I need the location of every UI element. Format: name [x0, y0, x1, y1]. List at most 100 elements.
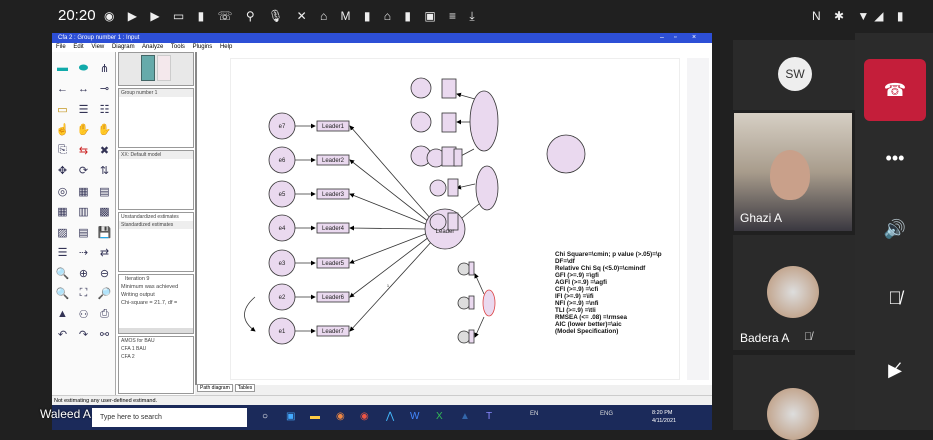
deselect-icon[interactable]: ✋ — [97, 124, 112, 137]
speaker-button[interactable]: 🔊 — [883, 219, 907, 239]
teams-icon[interactable]: T — [486, 411, 493, 422]
lang-indicator[interactable]: ENG — [600, 411, 614, 417]
zoom-area-icon[interactable]: 🔍 — [55, 267, 70, 280]
rectangle-tool-icon[interactable]: ▬ — [57, 62, 68, 75]
select-one-icon[interactable]: ☝ — [55, 124, 70, 137]
tab-tables[interactable]: Tables — [234, 384, 256, 392]
log-line: Chi-square = 21.7, df = — [121, 300, 178, 306]
mute-mic-button[interactable]: 🎙̸ — [888, 288, 902, 308]
path-diagram: e7 e6 e5 e4 e3 e2 e1 Leader1 Leader2 Lea… — [244, 77, 662, 345]
unstandardized-option[interactable]: Unstandardized estimates — [121, 214, 179, 220]
taskbar-search[interactable]: Type here to search — [92, 408, 247, 427]
copy-icon[interactable]: ⎘ — [58, 143, 67, 156]
list-data-icon[interactable]: ☷ — [99, 103, 110, 116]
maximize-button[interactable]: ▫ — [674, 34, 677, 41]
horizontal-scrollbar[interactable] — [119, 328, 193, 333]
lang-en[interactable]: EN — [530, 411, 539, 417]
erase-icon[interactable]: ✖ — [99, 144, 110, 157]
excel-icon[interactable]: X — [436, 411, 443, 422]
tab-path-diagram[interactable]: Path diagram — [197, 384, 233, 392]
word-icon[interactable]: W — [410, 411, 420, 422]
list-variables-icon[interactable]: ☰ — [78, 103, 89, 116]
more-options-button[interactable]: ••• — [885, 148, 905, 168]
minimize-button[interactable]: – — [660, 34, 664, 41]
input-view-button[interactable] — [141, 55, 155, 81]
app-icon[interactable]: ▲ — [460, 411, 470, 422]
object-props-icon[interactable]: ☰ — [57, 247, 68, 260]
other-constructs — [410, 77, 586, 344]
output-view-button[interactable] — [157, 55, 171, 81]
print-icon[interactable]: ⎙ — [100, 307, 109, 320]
file-item[interactable]: AMOS for BAU — [121, 338, 155, 344]
camera-off-button[interactable]: ▶̸ — [888, 360, 902, 380]
task-view-icon[interactable]: ▣ — [286, 411, 296, 422]
participant-name: Badera A — [740, 331, 790, 345]
menu-help[interactable]: Help — [219, 44, 233, 50]
indicator-tool-icon[interactable]: ⋔ — [99, 62, 110, 75]
zoom-page-icon[interactable]: 🔍 — [55, 288, 70, 301]
file-item[interactable]: CFA 1 BAU — [121, 346, 147, 352]
fit-line: TLI (>=.9) =\tli — [555, 307, 596, 314]
menu-plugins[interactable]: Plugins — [192, 44, 213, 50]
menu-analyze[interactable]: Analyze — [141, 44, 164, 50]
file-explorer-icon[interactable]: ▬ — [310, 411, 320, 422]
scroll-icon[interactable]: ▦ — [78, 185, 89, 198]
bayesian-icon[interactable]: ▲ — [57, 308, 68, 321]
undo-icon[interactable]: ↶ — [57, 329, 68, 342]
cortana-icon[interactable]: ○ — [262, 411, 269, 422]
analysis-props-icon[interactable]: ▥ — [78, 206, 89, 219]
taskbar-clock[interactable]: 8:20 PM 4/11/2021 — [652, 409, 676, 425]
select-all-icon[interactable]: ✋ — [76, 124, 91, 137]
observed-label: Leader6 — [322, 295, 345, 301]
copy-clipboard-icon[interactable]: ▨ — [57, 226, 68, 239]
toolbox: ▬ ⬬ ⋔ ← ↔ ⊸ ▭ ☰ ☷ ☝ ✋ ✋ ⎘ ⇆ ✖ ✥ ⟳ ⇅ ◎ ▦ … — [52, 52, 115, 397]
magnify-icon[interactable]: 🔎 — [97, 288, 112, 301]
error-label: e3 — [279, 261, 286, 267]
multigroup-icon[interactable]: ⚇ — [78, 308, 89, 321]
spec-search-icon[interactable]: ⚯ — [99, 329, 110, 342]
save-icon[interactable]: 💾 — [97, 226, 112, 239]
fit-line: NFI (>=.9) =\nfi — [555, 300, 599, 307]
redo-icon[interactable]: ↷ — [78, 329, 89, 342]
file-item[interactable]: CFA 2 — [121, 354, 135, 360]
group-item[interactable]: Group number 1 — [119, 89, 193, 97]
observed-label: Leader5 — [322, 261, 345, 267]
reflect-icon[interactable]: ⇅ — [99, 165, 110, 178]
menu-view[interactable]: View — [91, 44, 105, 50]
end-call-button[interactable]: ☎ — [864, 59, 926, 121]
move-param-icon[interactable]: ◎ — [57, 185, 68, 198]
fit-line: CFI (>=.9) =\cfi — [555, 286, 598, 293]
powerpoint-icon[interactable]: ◉ — [360, 411, 369, 422]
close-button[interactable]: × — [692, 34, 697, 41]
vertical-scrollbar[interactable] — [687, 58, 709, 380]
ellipse-tool-icon[interactable]: ⬬ — [78, 61, 89, 74]
menu-diagram[interactable]: Diagram — [111, 44, 135, 50]
zoom-in-icon[interactable]: ⊕ — [78, 267, 89, 280]
touch-up-icon[interactable]: ▤ — [99, 185, 110, 198]
preserve-symmetry-icon[interactable]: ⇄ — [99, 247, 110, 260]
drag-props-icon[interactable]: ⇢ — [78, 247, 89, 260]
data-file-icon[interactable]: ▦ — [57, 206, 68, 219]
chrome-icon[interactable]: ◉ — [336, 411, 345, 422]
zoom-out-icon[interactable]: ⊖ — [99, 267, 110, 280]
model-item[interactable]: XX: Default model — [119, 151, 193, 159]
hang-up-icon: ☎ — [883, 79, 907, 100]
unique-variable-icon[interactable]: ⊸ — [99, 83, 110, 96]
drawing-canvas[interactable]: e7 e6 e5 e4 e3 e2 e1 Leader1 Leader2 Lea… — [195, 52, 712, 385]
standardized-option[interactable]: Standardized estimates — [119, 221, 193, 229]
fit-line: Relative Chi Sq (<5.0)=\cmindf — [555, 265, 646, 272]
menu-edit[interactable]: Edit — [73, 44, 84, 50]
fit-page-icon[interactable]: ⛶ — [79, 287, 88, 300]
menu-tools[interactable]: Tools — [170, 44, 185, 50]
move-icon[interactable]: ⇆ — [78, 144, 89, 157]
title-tool-icon[interactable]: ▭ — [57, 103, 68, 116]
rotate-icon[interactable]: ⟳ — [78, 165, 89, 178]
avatar-sw: SW — [778, 57, 812, 91]
menu-file[interactable]: File — [56, 44, 66, 50]
calculate-icon[interactable]: ▩ — [99, 206, 110, 219]
shape-icon[interactable]: ✥ — [57, 165, 68, 178]
double-arrow-icon[interactable]: ↔ — [78, 82, 89, 95]
view-text-icon[interactable]: ▤ — [78, 226, 89, 239]
amos-icon[interactable]: ⋀ — [386, 411, 395, 422]
single-arrow-icon[interactable]: ← — [57, 82, 68, 95]
